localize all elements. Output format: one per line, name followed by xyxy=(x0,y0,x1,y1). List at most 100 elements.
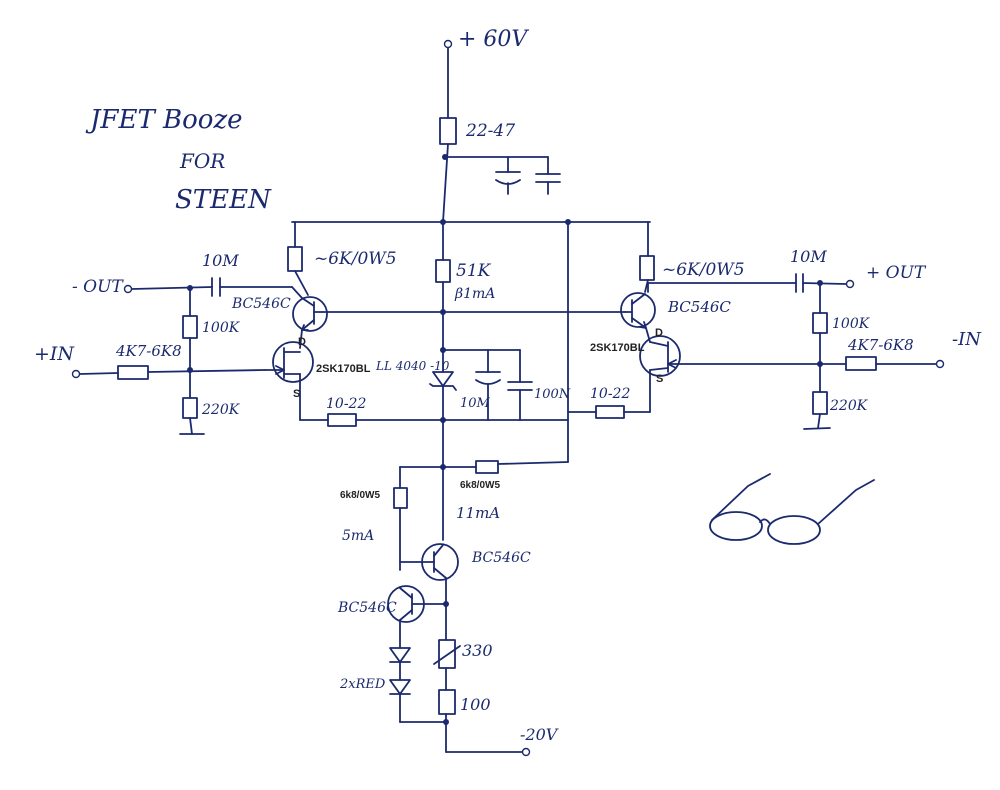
resistor-load-left-label: ~6K/0W5 xyxy=(314,249,397,269)
resistor-in-left xyxy=(117,365,149,380)
resistor-330 xyxy=(438,639,456,669)
jfet-right-pin-s: S xyxy=(656,373,663,385)
resistor-mid-label: 51K xyxy=(456,261,492,281)
jfet-left-pin-d: D xyxy=(298,336,306,348)
current-5ma-label: 5mA xyxy=(342,528,374,544)
mid-reference: LL 4040 -10 10M 100N xyxy=(375,347,571,421)
resistor-100 xyxy=(438,689,456,715)
cap-100n-label: 100N xyxy=(534,387,571,402)
cap-out-left-label: 10M xyxy=(202,251,239,270)
bjt-left-collector xyxy=(301,297,315,307)
zener-label: LL 4040 -10 xyxy=(375,359,450,373)
resistor-330-trim-arrow xyxy=(433,645,461,665)
resistor-tail-left xyxy=(393,487,408,509)
bjt-ccs-upper-collector xyxy=(433,544,444,557)
wire xyxy=(291,286,303,299)
jfet-right: D S 2SK170BL xyxy=(590,327,821,413)
resistor-gnd-right xyxy=(812,391,828,415)
resistor-bias-right-label: 100K xyxy=(832,316,871,332)
bjt-right-emitter xyxy=(631,317,647,329)
terminal-neg-out xyxy=(123,284,133,294)
resistor-supply-label: 22-47 xyxy=(465,121,515,141)
bjt-right-label: BC546C xyxy=(667,298,731,316)
wire xyxy=(131,286,213,290)
led-1 xyxy=(389,647,411,663)
terminal-pos-in xyxy=(71,369,81,379)
resistor-in-right xyxy=(845,356,877,371)
wire xyxy=(189,417,193,435)
cap-mid-label: 10M xyxy=(460,396,491,411)
resistor-gnd-left-label: 220K xyxy=(201,402,241,418)
supply-positive-label: + 60V xyxy=(458,27,529,52)
junction xyxy=(443,719,449,725)
mid-current-label: β1mA xyxy=(454,286,495,302)
bjt-ccs-upper-emitter xyxy=(433,567,447,579)
terminal-neg-out-label: - OUT xyxy=(72,277,124,297)
jfet-right-drain-lead xyxy=(649,341,669,347)
resistor-mid xyxy=(435,259,451,283)
bjt-ccs-lower-emitter xyxy=(399,609,413,621)
supply-negative-terminal xyxy=(521,747,531,757)
terminal-neg-in xyxy=(935,359,945,369)
resistor-source-right xyxy=(595,405,625,419)
resistor-bias-left xyxy=(182,315,198,339)
resistor-in-left-label: 4K7-6K8 xyxy=(115,342,182,360)
resistor-tail-right-label: 6k8/0W5 xyxy=(460,480,500,491)
resistor-in-right-label: 4K7-6K8 xyxy=(847,336,914,354)
title-block: JFET Booze FOR STEEN xyxy=(85,105,272,215)
bjt-right-collector xyxy=(631,293,646,305)
wire xyxy=(147,369,266,373)
jfet-right-gate-arrow xyxy=(667,359,677,369)
terminal-pos-out xyxy=(845,279,855,289)
bjt-right-body xyxy=(620,292,656,328)
glasses-lens-right xyxy=(767,515,821,545)
resistor-source-right-label: 10-22 xyxy=(590,386,630,402)
glasses-bridge xyxy=(759,518,771,525)
jfet-left-pin-s: S xyxy=(293,388,300,400)
wire xyxy=(644,279,649,293)
jfet-left: D S 2SK170BL xyxy=(264,336,371,421)
jfet-right-source-lead xyxy=(649,367,669,371)
cap-out-right-label: 10M xyxy=(790,247,827,266)
right-output-network: 10M + OUT 100K 4K7-6K8 -IN 220K xyxy=(647,247,982,430)
ground-right xyxy=(803,427,831,430)
jfet-left-body xyxy=(272,341,314,383)
jfet-left-gate-arrow xyxy=(275,365,285,375)
bjt-left-body xyxy=(292,296,328,332)
led-2 xyxy=(389,679,411,695)
title-line-3: STEEN xyxy=(175,185,272,215)
current-11ma-label: 11mA xyxy=(456,504,500,522)
bjt-right: BC546C xyxy=(620,292,731,329)
wire xyxy=(294,270,309,296)
wire xyxy=(802,282,847,285)
glasses-icon xyxy=(709,473,875,545)
terminal-neg-in-label: -IN xyxy=(952,329,982,350)
resistor-gnd-left xyxy=(182,397,198,419)
resistor-gnd-right-label: 220K xyxy=(829,398,869,414)
junction xyxy=(442,154,448,160)
wire xyxy=(817,413,821,429)
bjt-left-label: BC546C xyxy=(231,296,291,312)
resistor-source-left xyxy=(327,413,357,427)
title-line-2: FOR xyxy=(179,149,225,173)
junction xyxy=(440,464,446,470)
supply-positive-terminal xyxy=(443,39,453,49)
left-output-network: - OUT 10M 100K 220K +IN 4K7-6K8 xyxy=(34,251,303,435)
resistor-bias-left-label: 100K xyxy=(202,320,241,336)
resistor-100-label: 100 xyxy=(460,695,491,714)
wire xyxy=(497,461,569,465)
zener-diode xyxy=(432,371,454,387)
terminal-pos-in-label: +IN xyxy=(34,343,75,365)
resistor-load-left xyxy=(287,246,303,272)
resistor-source-left-label: 10-22 xyxy=(326,396,366,412)
resistor-tail-right xyxy=(475,460,499,474)
terminal-pos-out-label: + OUT xyxy=(866,263,927,283)
jfet-right-pin-d: D xyxy=(655,327,663,339)
resistor-330-label: 330 xyxy=(462,641,493,660)
wire xyxy=(299,329,303,349)
title-line-1: JFET Booze xyxy=(85,105,243,135)
supply-negative-label: -20V xyxy=(520,725,559,744)
bjt-ccs-lower-label: BC546C xyxy=(337,600,397,616)
